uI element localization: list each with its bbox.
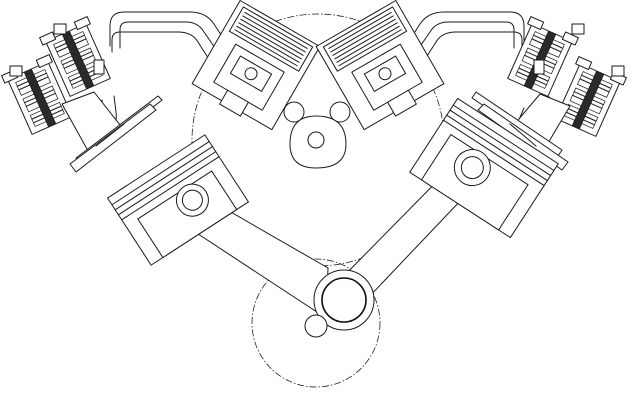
left-valve-actuators [1, 16, 163, 173]
right-valve-actuators [471, 16, 627, 171]
main-bearing [304, 314, 328, 338]
left-piston [107, 134, 249, 266]
upper-right-cylinder-block [315, 0, 445, 131]
crank-circle [251, 258, 381, 388]
right-piston [409, 97, 559, 239]
central-cam-lobe [283, 101, 351, 169]
crank-pin [313, 269, 375, 331]
upper-left-cylinder-block [191, 0, 321, 131]
